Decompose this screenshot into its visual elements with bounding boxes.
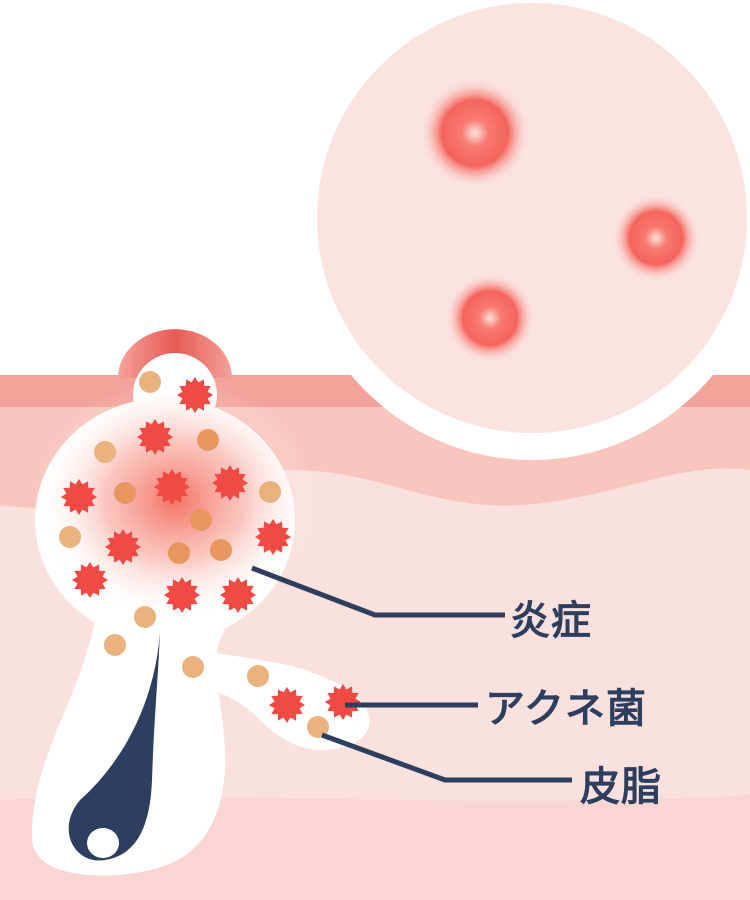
bacteria-icon [255,519,291,555]
sebum-dot [190,509,212,531]
sebum-dot [307,716,329,738]
sebum-dot [114,482,136,504]
bacteria-icon [164,577,200,613]
magnifier-view [317,3,747,433]
inflamed-spot [445,273,535,363]
bacteria-icon [177,377,213,413]
bacteria-icon [72,562,108,598]
inflamed-spot [612,194,700,282]
bacteria-icon [137,419,173,455]
sebum-dot [59,526,81,548]
bacteria-icon [269,687,305,723]
sebum-dot [134,606,156,628]
leader-line-sebum [321,732,572,783]
label-inflammation: 炎症 [510,598,592,644]
bacteria-group [61,377,361,723]
hair-shaft [68,632,160,861]
sebum-dot [104,634,126,656]
sebum-dot [210,539,232,561]
sebum-dot [197,429,219,451]
sebum-dot [247,665,269,687]
inflamed-spot [420,78,530,188]
sebum-dot [139,371,161,393]
bacteria-icon [154,469,190,505]
leader-line-inflammation [251,565,505,618]
bacteria-icon [61,479,97,515]
bacteria-icon [212,465,248,501]
label-acne-bacteria: アクネ菌 [485,686,647,732]
hair-papilla [87,828,119,858]
sebum-dot [259,481,281,503]
sebum-dot [168,542,190,564]
sebum-group [59,371,329,738]
label-sebum: 皮脂 [580,764,662,810]
bacteria-icon [220,577,256,613]
sebum-dot [94,441,116,463]
bacteria-icon [105,529,141,565]
sebum-dot [182,656,204,678]
bacteria-icon [325,684,361,720]
